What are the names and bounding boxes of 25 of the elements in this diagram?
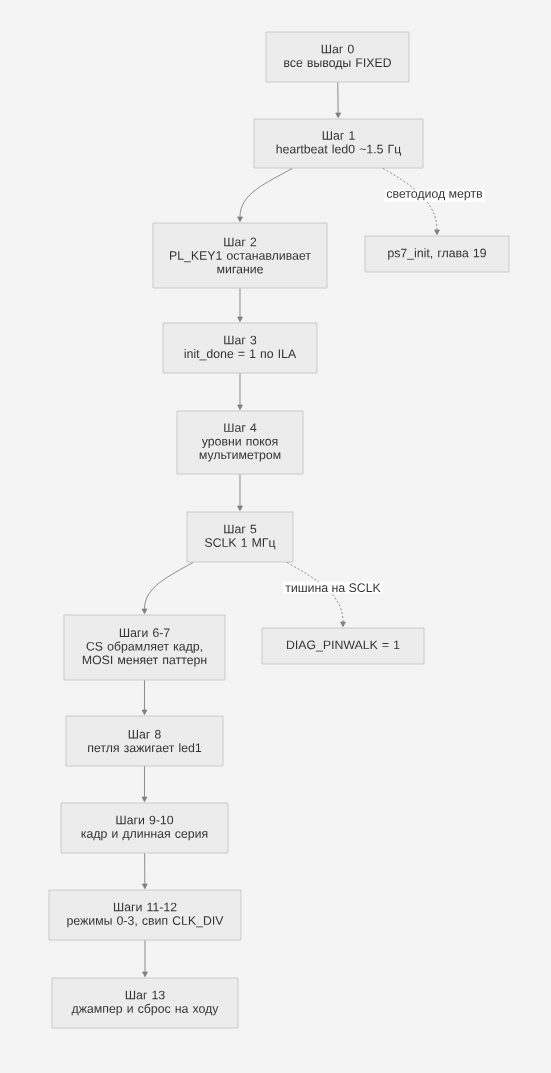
arrow — [237, 167, 293, 223]
arrow — [141, 765, 148, 803]
arrow — [237, 473, 243, 512]
arrow — [237, 287, 243, 323]
arrow — [286, 561, 346, 628]
arrow — [141, 679, 148, 716]
process-box: ps7_init, глава 19 — [364, 235, 510, 273]
process-box: DIAG_PINWALK = 1 — [261, 627, 425, 665]
process-box: Шаг 1 heartbeat led0 ~1.5 Гц — [253, 118, 424, 169]
arrow — [237, 372, 243, 411]
process-box: Шаги 6-7 CS обрамляет кадр, MOSI меняет паттерн — [63, 614, 226, 681]
process-box: Шаг 4 уровни покоя мультиметром — [176, 410, 304, 475]
arrow — [382, 167, 440, 236]
arrow — [335, 81, 341, 119]
process-box: Шаг 0 все выводы FIXED — [265, 31, 410, 83]
arrow — [142, 939, 148, 978]
process-box: Шаг 13 джампер и сброс на ходу — [51, 977, 239, 1029]
arrow — [141, 561, 194, 615]
arrow — [142, 852, 148, 890]
process-box: Шаги 9-10 кадр и длинная серия — [60, 802, 229, 854]
process-box: Шаг 3 init_done = 1 по ILA — [162, 322, 318, 374]
process-box: Шаг 8 петля зажигает led1 — [65, 715, 224, 767]
process-box: Шаг 5 SCLK 1 МГц — [186, 511, 294, 563]
process-box: Шаг 2 PL_KEY1 останавливает мигание — [152, 222, 328, 289]
process-box: Шаги 11-12 режимы 0-3, свип CLK_DIV — [48, 889, 242, 941]
